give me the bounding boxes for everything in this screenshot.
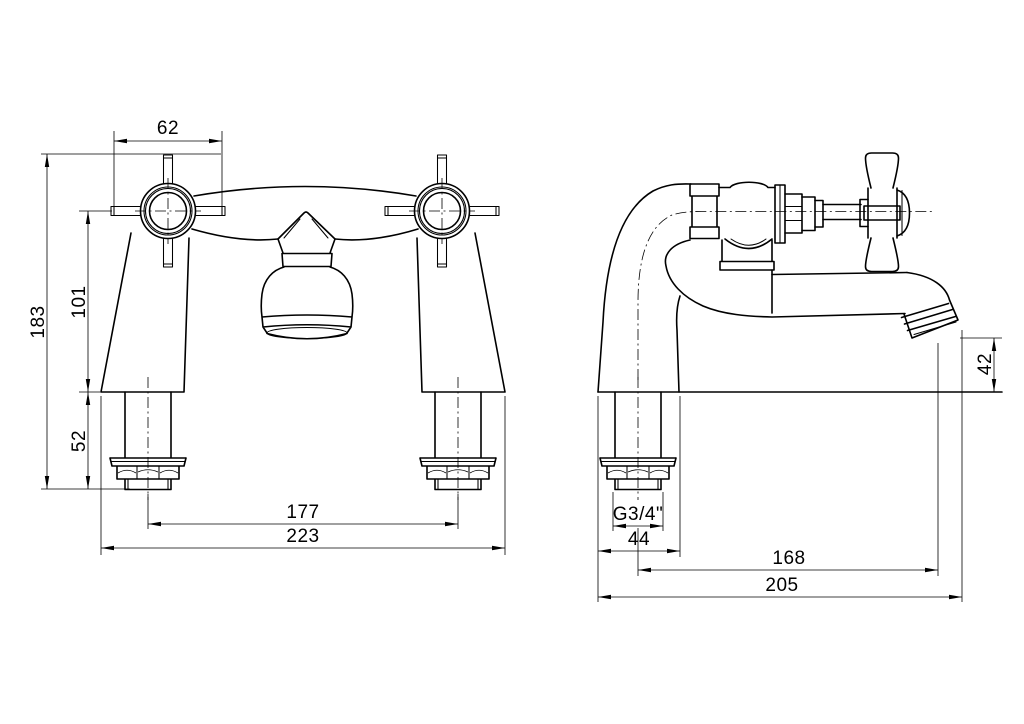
left-tailpiece [109,376,187,501]
dim-spout-reach: 168 [637,343,939,576]
dim-label-183: 183 [28,305,49,338]
side-tailpiece [599,376,677,501]
handle-arm-top [864,152,900,189]
dim-handle-width: 62 [113,118,223,209]
dim-overall-depth: 205 [598,330,963,602]
right-tailpiece [419,376,497,501]
right-handle [384,154,500,268]
valve-body [718,181,776,271]
riser-outer-profile [597,183,692,393]
dim-label-101: 101 [69,285,90,318]
dim-body-depth: 44 [597,396,681,602]
dim-inlet-thread: G3/4" [612,492,664,531]
handle-arm-bottom [864,237,900,273]
dim-label-223: 223 [286,526,319,547]
collar-nut [689,183,720,240]
dim-spout-clearance: 42 [960,337,1002,392]
dim-tail-length: 52 [69,392,91,489]
nozzle-rings [900,302,957,332]
dim-label-g34: G3/4" [613,504,663,525]
side-handle [863,152,911,273]
handle-hub [867,187,898,239]
spout-underside [664,239,906,318]
spout-outlet-bell [260,266,354,340]
body-bridge-bottom [191,228,419,241]
dim-label-44: 44 [628,529,650,550]
left-leg [100,232,190,393]
spout-nozzle [903,271,959,339]
dim-label-205: 205 [765,575,798,596]
front-view [100,154,506,501]
body-bridge-top [193,185,417,197]
side-centerline [637,211,934,380]
right-leg [416,232,506,393]
side-view [597,152,1003,501]
dim-label-52: 52 [69,430,90,452]
dim-overall-width: 223 [100,396,506,555]
riser-inner-profile [675,295,681,393]
centre-spout-cone [277,211,336,268]
dim-label-168: 168 [772,548,805,569]
dim-label-42: 42 [975,353,996,375]
dim-label-62: 62 [157,118,179,139]
dim-label-177: 177 [286,502,319,523]
dim-inlet-centres: 177 [147,494,459,529]
spout [771,269,959,339]
dim-overall-height: 183 [28,153,221,490]
bonnet-and-stem [774,184,869,244]
dimensions: 62 183 101 52 177 223 [28,118,1002,602]
handle-end-cap [896,189,911,237]
